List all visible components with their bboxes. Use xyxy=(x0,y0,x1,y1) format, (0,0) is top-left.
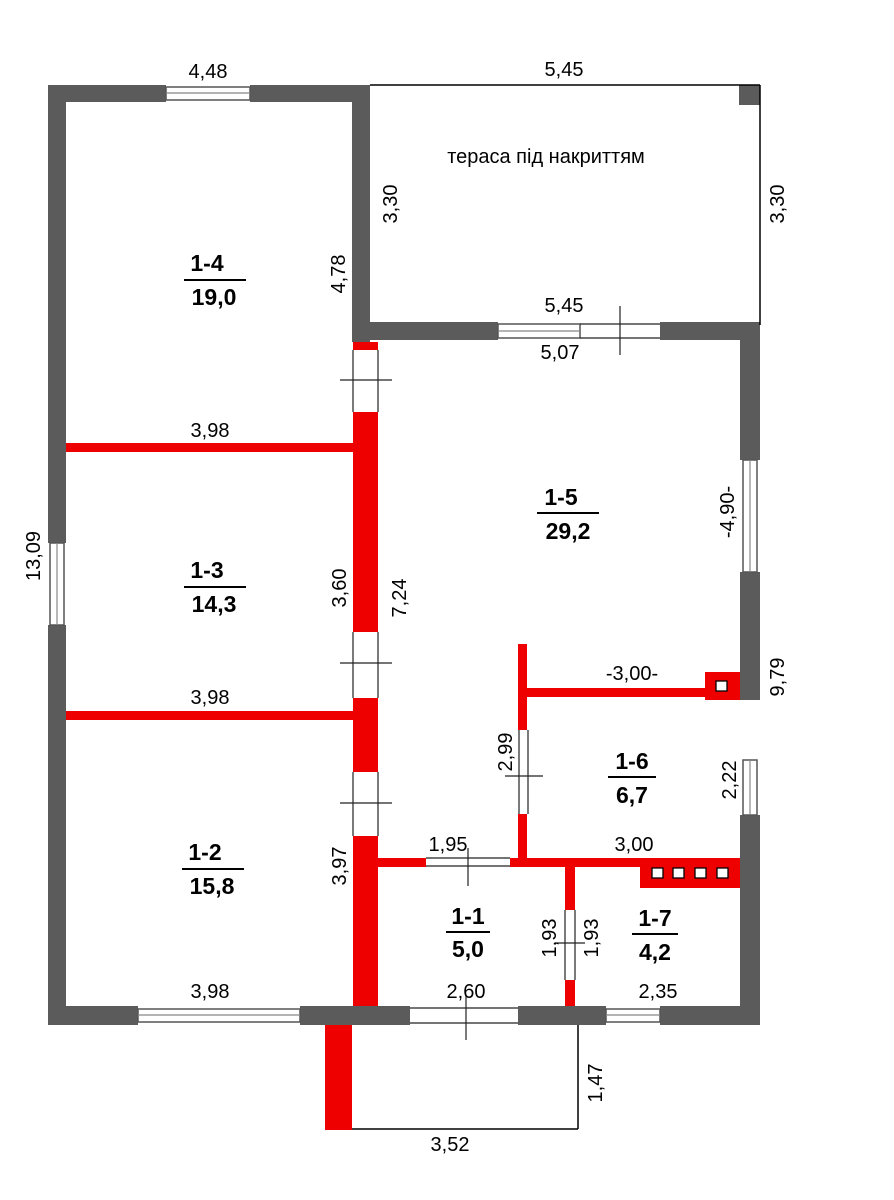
wall-left-upper xyxy=(48,85,66,543)
room-id: 1-4 xyxy=(190,250,223,276)
red-wall-corridor-upper xyxy=(353,412,378,632)
porch-outline xyxy=(352,1025,579,1130)
dim-terrace-left: 3,30 xyxy=(380,185,402,224)
exterior-walls xyxy=(48,85,760,1025)
red-wall-16-left-upper xyxy=(518,644,527,730)
terrace-outline xyxy=(370,84,761,325)
red-wall-porch xyxy=(325,1025,352,1130)
red-wall-11-17-lower xyxy=(565,980,575,1006)
terrace-label: тераса під накриттям xyxy=(447,146,645,168)
red-wall-13-12 xyxy=(66,711,353,720)
interior-walls xyxy=(66,342,705,1130)
wall-room14-right xyxy=(352,85,370,342)
dim-top-terrace: 5,45 xyxy=(545,59,584,81)
windows xyxy=(49,86,758,1023)
red-wall-11-17-upper xyxy=(565,866,575,910)
dim-room14-right: 4,78 xyxy=(328,255,350,294)
dim-room14-bottom: 3,98 xyxy=(191,420,230,442)
dimension-labels: 4,48 5,45 3,30 3,30 4,78 5,45 5,07 3,98 … xyxy=(23,59,789,1156)
wall-terrace-bottom-b xyxy=(660,322,760,340)
room-area: 29,2 xyxy=(546,518,591,544)
wall-bottom-b xyxy=(300,1006,410,1025)
wall-top-left-b xyxy=(250,85,370,102)
dim-room13-bottom: 3,98 xyxy=(191,687,230,709)
ventilation xyxy=(640,672,740,888)
red-wall-corridor-mid xyxy=(353,698,378,772)
dim-room16-right: 2,22 xyxy=(719,761,741,800)
red-wall-16-left-lower xyxy=(518,814,527,858)
wall-right-c xyxy=(740,815,760,1025)
room-id: 1-5 xyxy=(544,484,577,510)
wall-left-lower xyxy=(48,625,66,1025)
room-area: 5,0 xyxy=(452,936,484,962)
wall-top-left-a xyxy=(48,85,166,102)
dim-right-lower: 9,79 xyxy=(767,658,789,697)
wall-bottom-d xyxy=(660,1006,760,1025)
red-wall-16-top xyxy=(527,688,705,697)
dim-porch-width: 3,52 xyxy=(431,1134,470,1156)
dim-room15-right: -4,90- xyxy=(717,486,739,538)
room-id: 1-3 xyxy=(190,557,223,583)
room-area: 6,7 xyxy=(616,782,648,808)
dim-room17-top: 3,00 xyxy=(615,834,654,856)
room-id: 1-1 xyxy=(451,903,484,929)
dim-terrace-right: 3,30 xyxy=(767,185,789,224)
dim-room11-bottom: 2,60 xyxy=(447,981,486,1003)
dim-room12-bottom: 3,98 xyxy=(191,981,230,1003)
room-area: 4,2 xyxy=(639,939,671,965)
red-wall-corridor-lower xyxy=(353,836,378,1006)
dim-porch-height: 1,47 xyxy=(585,1064,607,1103)
red-wall-stub-top xyxy=(353,342,378,350)
dim-corridor-wall: 7,24 xyxy=(389,579,411,618)
dim-terrace-bottom: 5,45 xyxy=(545,295,584,317)
dim-room11-right: 1,93 xyxy=(539,919,561,958)
vent-hole xyxy=(651,867,664,879)
room-area: 15,8 xyxy=(190,873,235,899)
wall-bottom-a xyxy=(48,1006,138,1025)
wall-bottom-c xyxy=(518,1006,606,1025)
wall-terrace-bottom-a xyxy=(352,322,498,340)
room-id: 1-2 xyxy=(188,839,221,865)
dim-top-left: 4,48 xyxy=(189,61,228,83)
red-wall-11-top-right xyxy=(510,858,640,867)
red-wall-14-13 xyxy=(66,443,353,452)
terrace-corner-post xyxy=(739,85,760,105)
vent-hole xyxy=(715,680,728,692)
room-labels: 1-4 19,0 1-3 14,3 1-2 15,8 1-5 29,2 1-6 … xyxy=(182,250,678,965)
doors xyxy=(340,306,660,1040)
dim-room16-left: 2,99 xyxy=(495,733,517,772)
room-id: 1-7 xyxy=(638,905,671,931)
vent-hole xyxy=(672,867,685,879)
room-id: 1-6 xyxy=(615,748,648,774)
dim-room11-top: 1,95 xyxy=(429,834,468,856)
dim-room13-right: 3,60 xyxy=(329,569,351,608)
wall-right-a xyxy=(740,322,760,460)
dim-room15-top: 5,07 xyxy=(541,342,580,364)
dim-room12-right: 3,97 xyxy=(329,847,351,886)
vent-hole xyxy=(716,867,729,879)
dim-partition-16-top: -3,00- xyxy=(606,663,658,685)
room-area: 19,0 xyxy=(192,284,237,310)
dim-room17-bottom: 2,35 xyxy=(639,981,678,1003)
red-wall-11-top-left xyxy=(378,858,426,867)
dim-total-height: 13,09 xyxy=(23,531,45,581)
room-area: 14,3 xyxy=(192,591,237,617)
wall-right-b xyxy=(740,572,760,700)
dim-room17-left: 1,93 xyxy=(581,919,603,958)
vent-hole xyxy=(694,867,707,879)
